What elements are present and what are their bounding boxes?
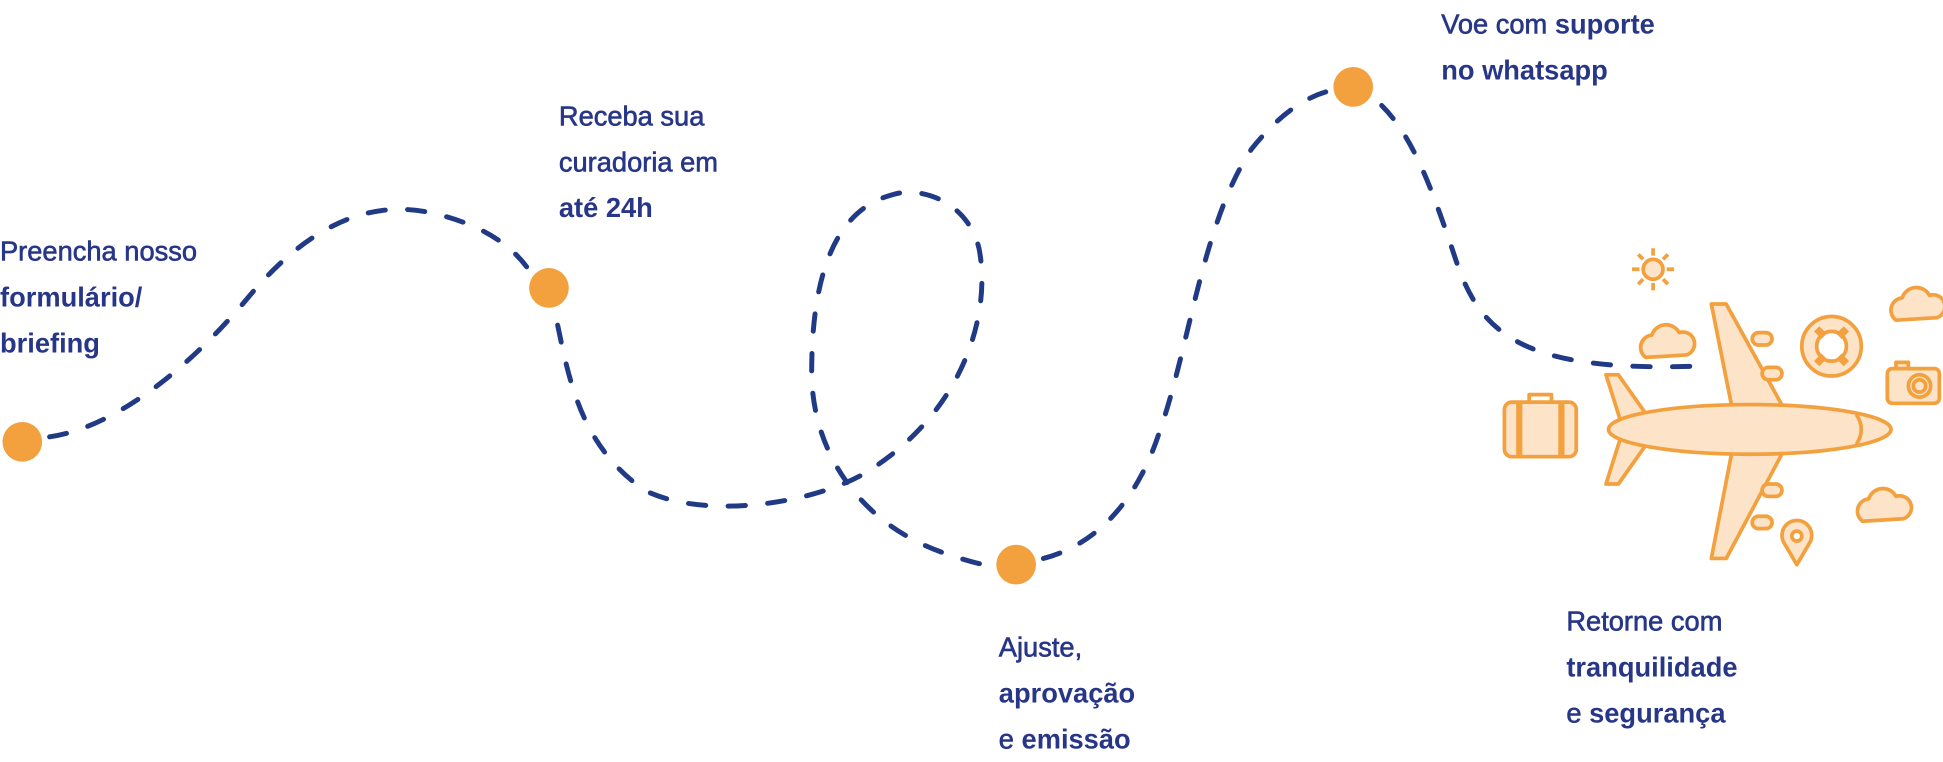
cloud-icon [1855, 486, 1914, 524]
step-2-line-2: curadoria em [558, 146, 719, 178]
lifebuoy-icon [1799, 314, 1864, 378]
step-3-line-3a: e [998, 723, 1022, 755]
step-1-label: Preencha nosso formulário/ briefing [0, 228, 197, 366]
camera-icon [1885, 360, 1942, 406]
step-dot-1 [2, 421, 43, 462]
step-4-line-1a: Voe com [1441, 8, 1555, 40]
step-5-line-2: tranquilidade [1566, 651, 1738, 683]
step-5-line-3a: e [1566, 697, 1590, 729]
step-5-label: Retorne com tranquilidade e segurança [1566, 598, 1737, 736]
step-3-line-2: aprovação [998, 677, 1136, 709]
step-4-line-2: no whatsapp [1441, 54, 1608, 86]
step-3-label: Ajuste, aprovação e emissão [998, 624, 1136, 762]
step-3-line-3b: emissão [1021, 723, 1131, 755]
step-2-line-3: até 24h [558, 192, 653, 224]
step-4-line-1b: suporte [1554, 8, 1655, 40]
step-2-label: Receba sua curadoria em até 24h [558, 93, 719, 231]
cloud-icon [1638, 322, 1697, 360]
map-pin-icon [1780, 518, 1814, 567]
cloud-icon [1889, 285, 1943, 323]
airplane-icon [1604, 302, 1893, 561]
sun-icon [1632, 248, 1675, 291]
suitcase-icon [1502, 392, 1579, 459]
step-1-line-3: briefing [0, 327, 100, 359]
step-1-line-2: formulário/ [0, 281, 143, 313]
dashed-route-path [47, 89, 1701, 569]
step-4-label: Voe com suporte no whatsapp [1441, 1, 1655, 93]
step-dot-3 [996, 544, 1036, 585]
step-3-line-1: Ajuste, [998, 631, 1083, 663]
step-1-line-1: Preencha nosso [0, 235, 198, 267]
step-5-line-1: Retorne com [1566, 605, 1723, 637]
step-dot-4 [1333, 67, 1374, 107]
step-dot-2 [529, 268, 569, 308]
step-5-line-3b: segurança [1589, 697, 1726, 729]
step-2-line-1: Receba sua [558, 100, 705, 132]
